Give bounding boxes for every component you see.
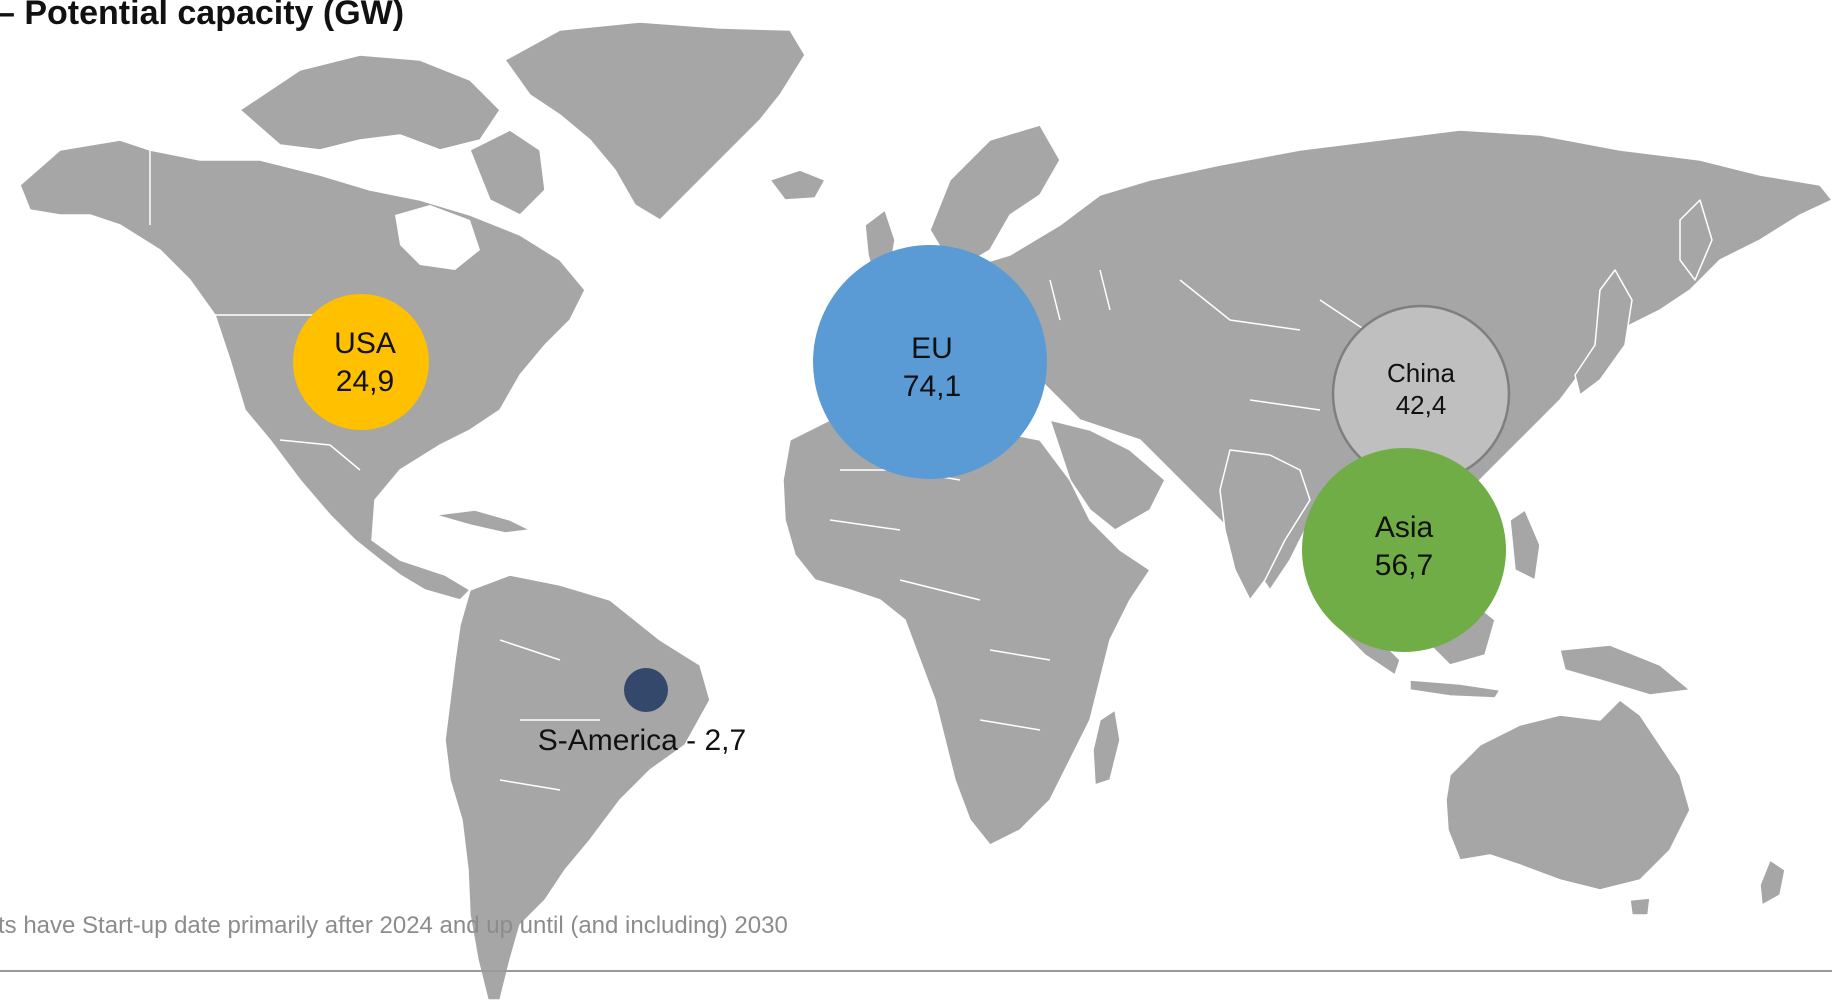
bubble-china-value: 42,4 <box>1396 390 1447 420</box>
sakhalin-shape <box>1679 199 1713 281</box>
bubble-usa-circle <box>293 294 429 430</box>
bubble-asia-name: Asia <box>1375 511 1434 544</box>
baffin-island-shape <box>469 129 546 216</box>
tasmania-shape <box>1629 897 1651 916</box>
bubble-eu[interactable]: EU 74,1 <box>813 245 1047 479</box>
india-shape <box>1219 449 1311 601</box>
africa-shape <box>782 414 1151 846</box>
land-masses <box>19 21 1832 1001</box>
bubble-eu-value: 74,1 <box>903 370 961 403</box>
footnote: ts have Start-up date primarily after 20… <box>0 912 788 939</box>
arabian-peninsula-shape <box>1049 419 1166 531</box>
region-bubbles: USA 24,9 EU 74,1 China 42,4 Asia 56,7 S-… <box>293 245 1511 757</box>
bubble-china[interactable]: China 42,4 <box>1331 304 1511 484</box>
java-shape <box>1409 679 1501 699</box>
madagascar-shape <box>1092 709 1121 786</box>
iceland-shape <box>769 169 826 201</box>
south-america-borders <box>499 639 600 791</box>
bubble-asia[interactable]: Asia 56,7 <box>1302 448 1506 652</box>
bubble-s-america-circle <box>624 668 668 712</box>
australia-shape <box>1445 699 1691 891</box>
philippines-shape <box>1509 509 1541 581</box>
new-guinea-shape <box>1559 644 1691 696</box>
map-title: – Potential capacity (GW) <box>0 0 405 32</box>
japan-shape <box>1574 269 1633 396</box>
bubble-usa[interactable]: USA 24,9 <box>293 294 429 430</box>
divider-line <box>0 970 1832 972</box>
bubble-usa-value: 24,9 <box>336 365 394 398</box>
greenland-shape <box>504 21 806 221</box>
bubble-asia-circle <box>1302 448 1506 652</box>
bubble-eu-name: EU <box>911 332 953 365</box>
bubble-s-america-label: S-America - 2,7 <box>538 724 746 757</box>
arctic-islands-shape <box>239 54 501 151</box>
bubble-usa-name: USA <box>334 327 396 360</box>
bubble-china-name: China <box>1387 358 1455 388</box>
bubble-s-america[interactable]: S-America - 2,7 <box>538 668 746 757</box>
bubble-eu-circle <box>813 245 1047 479</box>
caribbean-shape <box>434 509 531 534</box>
bubble-asia-value: 56,7 <box>1375 549 1433 582</box>
hudson-bay-shape <box>395 205 480 270</box>
new-zealand-shape <box>1759 859 1786 906</box>
mexico-border <box>279 439 361 471</box>
